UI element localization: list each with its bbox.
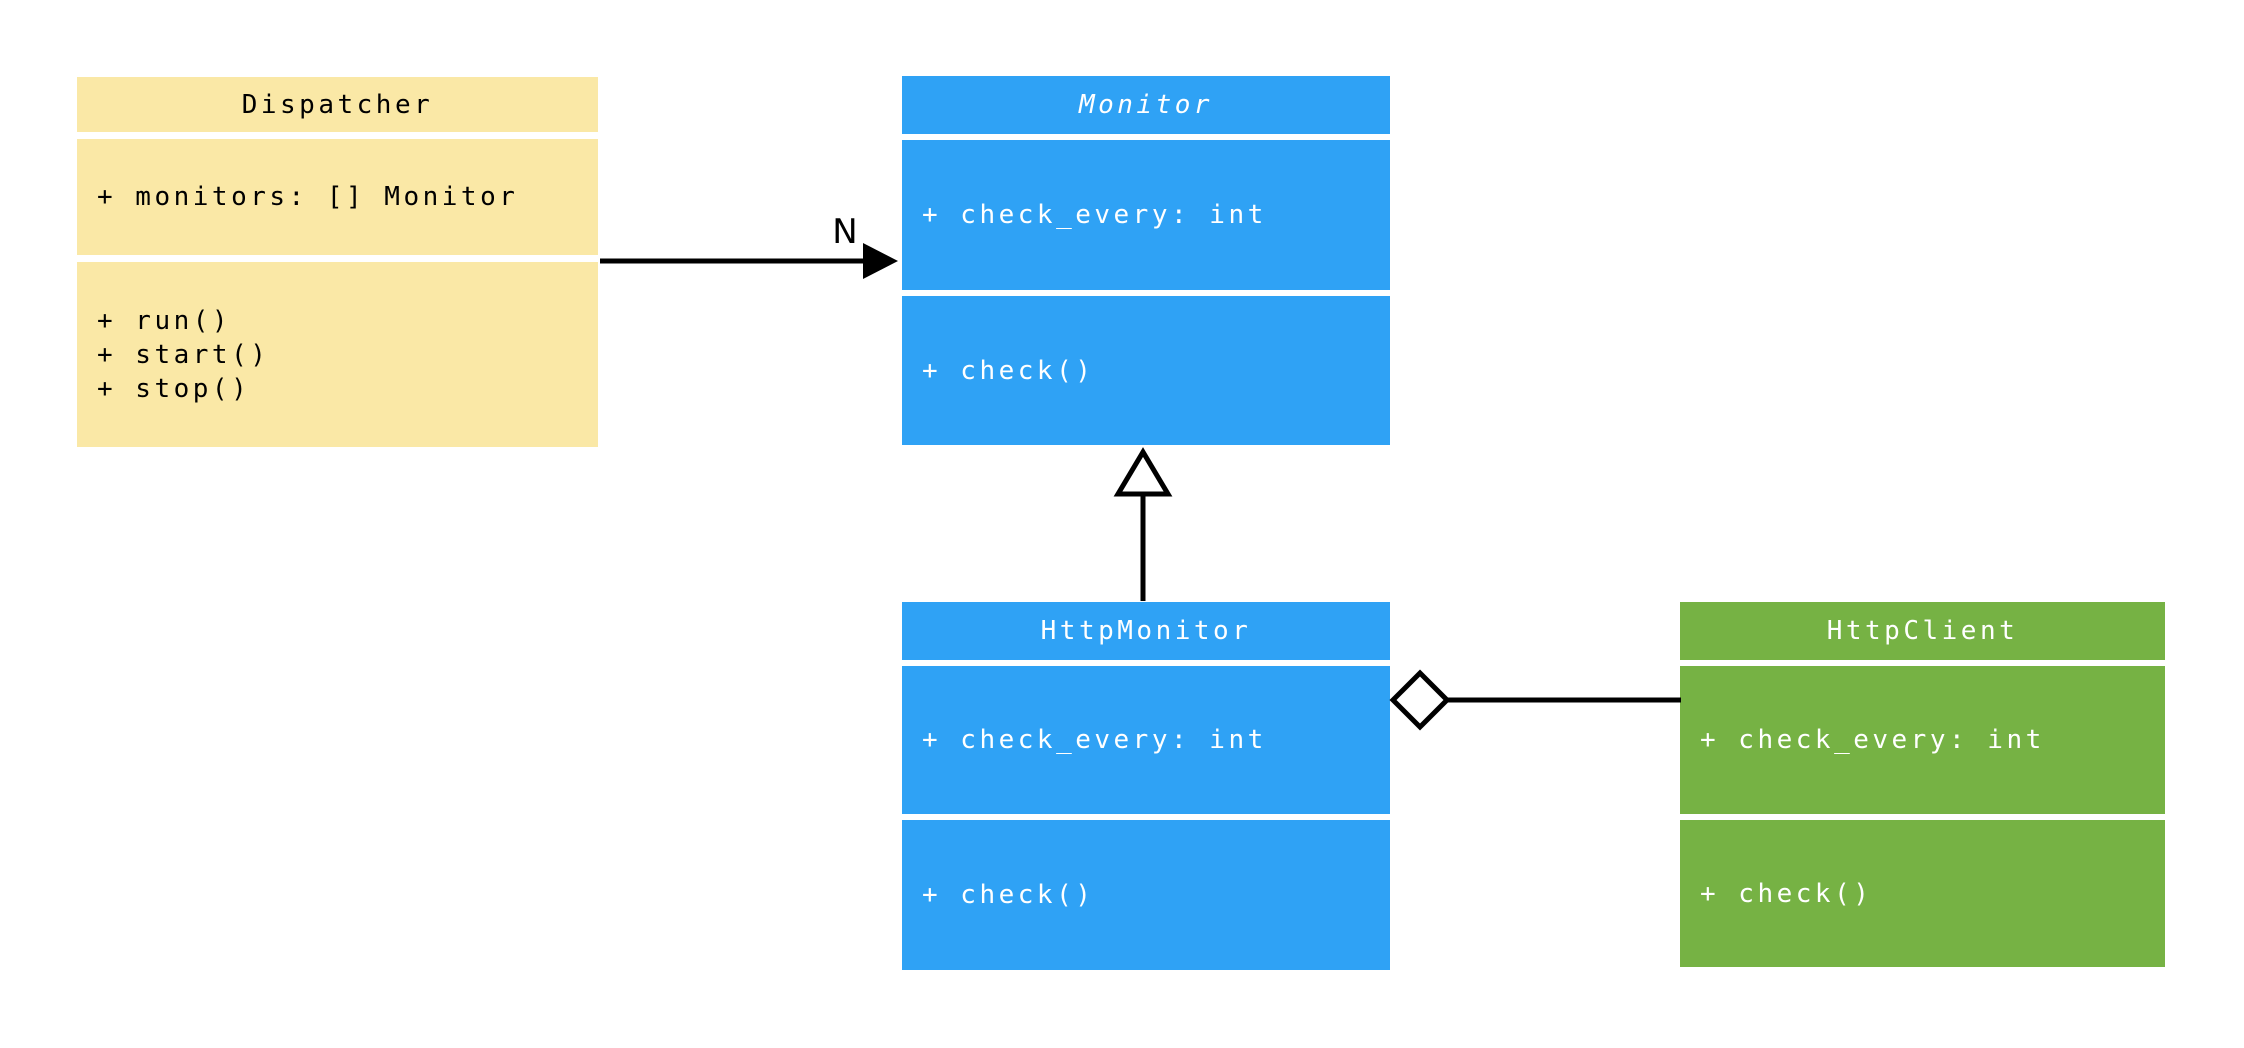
attributes-section-dispatcher: + monitors: [] Monitor (77, 139, 598, 255)
attribute-line: + check_every: int (1700, 725, 2045, 755)
class-title-httpclient: HttpClient (1680, 602, 2165, 660)
class-box-httpclient: HttpClient + check_every: int + check() (1680, 602, 2165, 967)
multiplicity-label: N (832, 212, 857, 252)
method-line: + run() (97, 305, 232, 336)
hollow-triangle-icon (1113, 447, 1173, 497)
aggregation-httpmonitor-httpclient (1389, 669, 1681, 731)
attributes-section-httpclient: + check_every: int (1680, 666, 2165, 814)
method-line: + check() (922, 880, 1095, 910)
class-title-monitor: Monitor (902, 76, 1390, 134)
method-line: + stop() (97, 373, 251, 404)
inheritance-httpmonitor-monitor (1113, 447, 1173, 601)
method-line: + start() (97, 339, 270, 370)
attribute-line: + check_every: int (922, 200, 1267, 230)
class-title-httpmonitor: HttpMonitor (902, 602, 1390, 660)
attributes-section-monitor: + check_every: int (902, 140, 1390, 290)
methods-section-httpmonitor: + check() (902, 820, 1390, 970)
method-line: + check() (922, 355, 1095, 386)
association-dispatcher-monitor: N (600, 212, 898, 279)
class-box-httpmonitor: HttpMonitor + check_every: int + check() (902, 602, 1390, 970)
class-title-dispatcher: Dispatcher (77, 77, 598, 132)
filled-arrowhead-icon (863, 243, 898, 279)
class-box-monitor: Monitor + check_every: int + check() (902, 76, 1390, 445)
class-box-dispatcher: Dispatcher + monitors: [] Monitor + run(… (77, 77, 598, 447)
hollow-diamond-icon (1389, 669, 1451, 731)
methods-section-httpclient: + check() (1680, 820, 2165, 967)
attributes-section-httpmonitor: + check_every: int (902, 666, 1390, 814)
methods-section-monitor: + check() (902, 296, 1390, 445)
attribute-line: + monitors: [] Monitor (97, 182, 519, 212)
method-line: + check() (1700, 878, 1873, 909)
attribute-line: + check_every: int (922, 725, 1267, 755)
methods-section-dispatcher: + run() + start() + stop() (77, 262, 598, 447)
